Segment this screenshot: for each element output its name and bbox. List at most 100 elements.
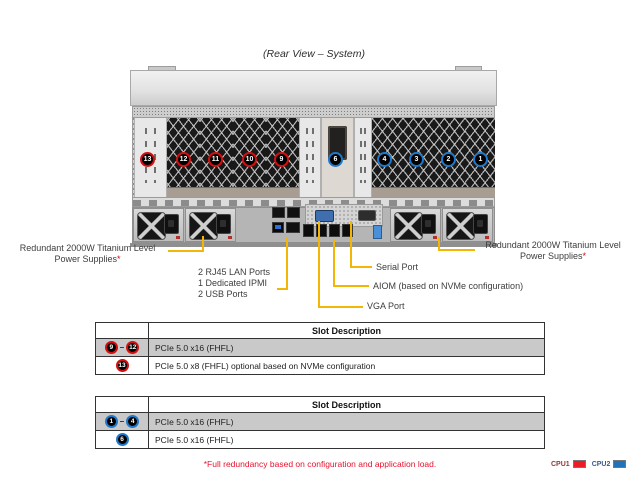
slot-badge-6: 6 bbox=[115, 433, 129, 446]
cpu2-legend-label: CPU2 bbox=[591, 460, 611, 468]
rear-io-panel bbox=[238, 204, 390, 243]
footnote-asterisk: * bbox=[117, 254, 121, 264]
psu-fan-icon bbox=[394, 212, 423, 240]
slot-badge-4: 4 bbox=[126, 415, 140, 428]
server-rear-illustration: 13 12 11 10 9 6 4 3 2 1 bbox=[130, 66, 497, 247]
table-row: 6 PCIe 5.0 x16 (FHFL) bbox=[96, 430, 544, 448]
psu-led bbox=[176, 236, 180, 239]
psu-module-4 bbox=[442, 208, 493, 242]
slot-description: PCIe 5.0 x16 (FHFL) bbox=[155, 434, 234, 445]
io-ports-label-line2: 1 Dedicated IPMI bbox=[198, 278, 268, 288]
io-ports-label-line1: 2 RJ45 LAN Ports bbox=[198, 267, 271, 277]
aiom-port-1 bbox=[303, 224, 314, 237]
slot-10-card bbox=[233, 118, 266, 197]
psu-power-inlet bbox=[421, 214, 436, 234]
cpu1-legend-label: CPU1 bbox=[551, 460, 570, 468]
table-header-badge-cell bbox=[96, 397, 149, 412]
figure-title: (Rear View – System) bbox=[263, 48, 365, 60]
psu-fan-icon bbox=[189, 212, 218, 240]
aiom-label: AIOM (based on NVMe configuration) bbox=[373, 281, 524, 291]
aiom-port-2 bbox=[316, 224, 327, 237]
chassis-lid bbox=[130, 70, 497, 106]
lan-port-1 bbox=[272, 207, 285, 218]
slot-1-card bbox=[465, 118, 495, 197]
chassis-base-edge bbox=[130, 243, 497, 247]
lan-leader-line bbox=[286, 237, 288, 290]
aiom-leader-line bbox=[333, 239, 335, 287]
range-dash: – bbox=[119, 417, 125, 426]
footnote-asterisk: * bbox=[582, 251, 587, 261]
psu-left-label-line1: Redundant 2000W Titanium Level bbox=[19, 243, 156, 253]
psu-right-label: Redundant 2000W Titanium Level Power Sup… bbox=[477, 240, 629, 262]
serial-leader-line bbox=[350, 266, 372, 268]
aiom-port-3 bbox=[329, 224, 340, 237]
psu-right-leader-line bbox=[438, 249, 475, 251]
serial-leader-line bbox=[350, 221, 352, 268]
table-header-row: Slot Description bbox=[96, 397, 544, 412]
table-row: 13 PCIe 5.0 x8 (FHFL) optional based on … bbox=[96, 356, 544, 374]
slot-badge-12: 12 bbox=[126, 341, 140, 354]
slot-badge-9: 9 bbox=[274, 152, 289, 167]
psu-right-label-line1: Redundant 2000W Titanium Level bbox=[485, 240, 621, 250]
slot-badge-13: 13 bbox=[140, 152, 155, 167]
blank-slot bbox=[299, 118, 321, 197]
slot-badge-3: 3 bbox=[409, 152, 424, 167]
aiom-leader-line bbox=[333, 285, 369, 287]
pcie-slot-bay bbox=[132, 118, 495, 197]
psu-led bbox=[228, 236, 232, 239]
psu-led bbox=[433, 236, 437, 239]
slot-badge-9: 9 bbox=[104, 341, 118, 354]
table-badge-cell: 1 – 4 bbox=[96, 413, 149, 430]
psu-power-inlet bbox=[164, 214, 179, 234]
psu-module-2 bbox=[185, 208, 236, 242]
redundancy-footnote: *Full redundancy based on configuration … bbox=[203, 459, 437, 469]
chassis-top-tab-left bbox=[148, 66, 176, 71]
table-badge-cell: 13 bbox=[96, 357, 149, 374]
psu-module-3 bbox=[390, 208, 441, 242]
table-header-slot-description: Slot Description bbox=[311, 399, 381, 410]
slot-9-card bbox=[266, 118, 299, 197]
chassis-top-tab-right bbox=[455, 66, 482, 71]
blank-slot bbox=[354, 118, 372, 197]
slot-badge-2: 2 bbox=[441, 152, 456, 167]
serial-port bbox=[358, 210, 376, 221]
psu-power-inlet bbox=[216, 214, 231, 234]
psu-module-1 bbox=[133, 208, 184, 242]
table-badge-cell: 6 bbox=[96, 431, 149, 448]
table-header-row: Slot Description bbox=[96, 323, 544, 338]
vga-leader-line bbox=[318, 306, 363, 308]
slot-badge-4: 4 bbox=[377, 152, 392, 167]
table-row: 9 – 12 PCIe 5.0 x16 (FHFL) bbox=[96, 338, 544, 356]
range-dash: – bbox=[119, 343, 125, 352]
slot-table-red: Slot Description 9 – 12 PCIe 5.0 x16 (FH… bbox=[95, 322, 545, 375]
slot-badge-13: 13 bbox=[115, 359, 129, 372]
slot-description: PCIe 5.0 x8 (FHFL) optional based on NVM… bbox=[155, 360, 376, 371]
slot-badge-11: 11 bbox=[208, 152, 223, 167]
psu-fan-icon bbox=[446, 212, 475, 240]
io-ports-label: 2 RJ45 LAN Ports 1 Dedicated IPMI 2 USB … bbox=[198, 267, 270, 300]
cpu1-color-swatch bbox=[572, 460, 586, 468]
slot-badge-1: 1 bbox=[104, 415, 118, 428]
slot-badge-1: 1 bbox=[473, 152, 488, 167]
cpu2-color-swatch bbox=[613, 460, 627, 468]
table-row: 1 – 4 PCIe 5.0 x16 (FHFL) bbox=[96, 412, 544, 430]
aiom-port-4 bbox=[342, 224, 353, 237]
table-badge-cell: 9 – 12 bbox=[96, 339, 149, 356]
psu-fan-icon bbox=[137, 212, 166, 240]
slot-description: PCIe 5.0 x16 (FHFL) bbox=[155, 416, 234, 427]
vga-leader-line bbox=[318, 221, 320, 308]
usb-ports bbox=[272, 222, 284, 233]
psu-left-leader-line bbox=[202, 236, 204, 252]
vga-port bbox=[315, 210, 334, 222]
slot-badge-12: 12 bbox=[176, 152, 191, 167]
psu-led bbox=[485, 236, 489, 239]
slot-table-blue: Slot Description 1 – 4 PCIe 5.0 x16 (FHF… bbox=[95, 396, 545, 449]
table-header-slot-description: Slot Description bbox=[311, 325, 381, 336]
slot-badge-6: 6 bbox=[328, 152, 343, 167]
table-header-badge-cell bbox=[96, 323, 149, 338]
ipmi-port bbox=[286, 222, 300, 233]
lan-leader-line bbox=[277, 288, 288, 290]
psu-left-leader-line bbox=[168, 250, 204, 252]
psu-right-leader-line bbox=[438, 237, 440, 251]
